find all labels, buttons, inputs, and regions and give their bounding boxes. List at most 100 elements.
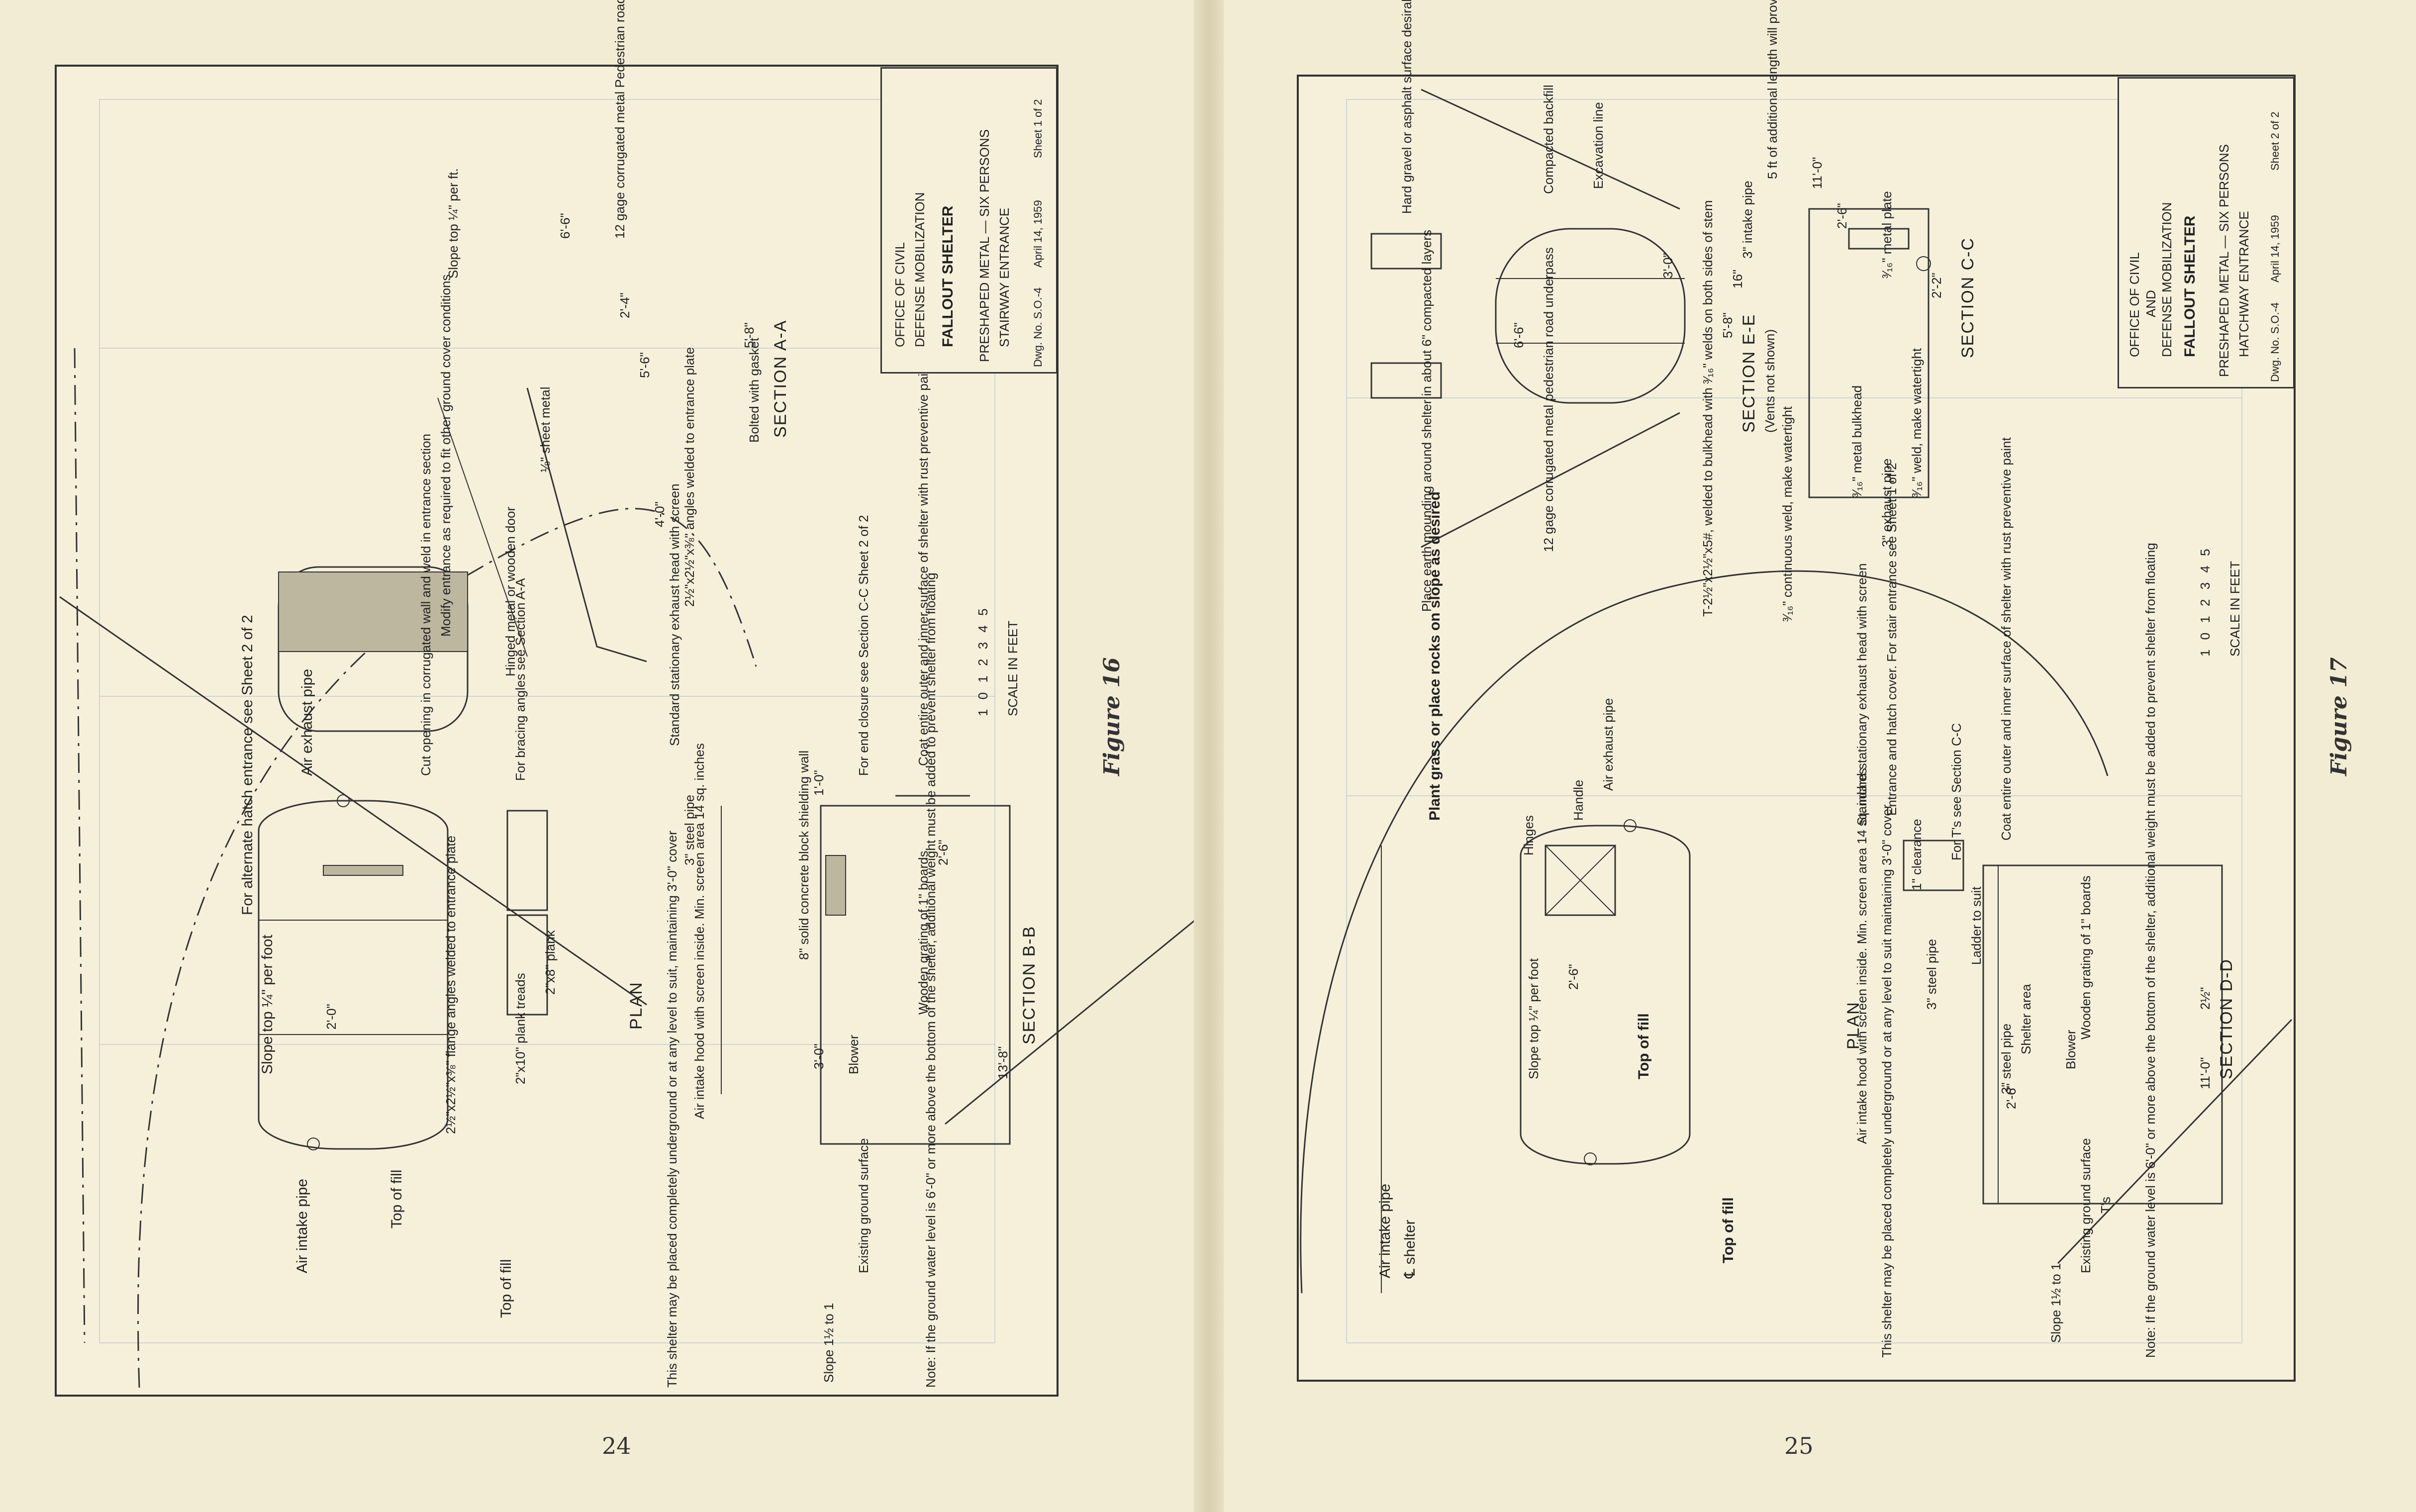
note-slope-top: Slope top ¼" per foot	[259, 935, 276, 1074]
note-plank: 2"x8" plank	[543, 930, 558, 995]
left-drawing	[59, 99, 1194, 1388]
note-top-of-fill-right-2: Top of fill	[1720, 1197, 1737, 1263]
section-dd-view	[1903, 840, 2223, 1205]
section-cc-view	[1808, 208, 1931, 498]
note-weld-watertight: ³⁄₁₆" weld, make watertight	[1909, 348, 1924, 497]
label-section-dd: SECTION D-D	[2217, 958, 2236, 1079]
dim-4-0: 4'-0"	[652, 501, 667, 527]
dim-2-6-right: 2'-6"	[1835, 203, 1849, 229]
dim-5-8: 5'-8"	[742, 322, 757, 348]
note-slope-top-aa: Slope top ¼" per ft.	[446, 168, 461, 279]
note-slope-top-right: Slope top ¼" per foot	[1526, 958, 1541, 1079]
note-metal-plate: ³⁄₁₆" metal plate	[1879, 191, 1894, 279]
tb-sheet: Sheet 1 of 2	[1032, 99, 1044, 158]
tb-r-office3: DEFENSE MOBILIZATION	[2159, 202, 2174, 357]
dim-11-0-right: 11'-0"	[1810, 157, 1825, 189]
dim-3-0-right: 3'-0"	[1660, 253, 1675, 279]
note-intake-pipe-3: 3" intake pipe	[1740, 181, 1755, 259]
label-section-cc: SECTION C-C	[1958, 237, 1977, 358]
note-existing-ground-right: Existing ground surface	[2078, 1138, 2093, 1273]
note-air-exhaust-right: Air exhaust pipe	[1601, 698, 1616, 791]
title-block-right: OFFICE OF CIVIL AND DEFENSE MOBILIZATION…	[2118, 77, 2295, 388]
section-bb-view	[721, 805, 1011, 1145]
note-additional-length: 5 ft of additional length will provide s…	[1765, 0, 1780, 179]
label-plan: PLAN	[627, 981, 646, 1030]
note-top-of-fill-right: Top of fill	[1636, 1013, 1652, 1079]
note-modify-entrance: Modify entrance as required to fit other…	[438, 274, 453, 637]
title-block-left: OFFICE OF CIVIL DEFENSE MOBILIZATION FAL…	[880, 67, 1058, 374]
tb-dwg: Dwg. No. S.O.-4	[1032, 287, 1044, 367]
note-tee: T-2½"x2½"x5#, welded to bulkhead with ³⁄…	[1700, 200, 1715, 617]
tb-title: FALLOUT SHELTER	[940, 205, 956, 347]
note-clearance: 1" clearance	[1909, 819, 1924, 890]
dim-3-0: 3'-0"	[811, 1043, 826, 1069]
dim-5-6: 5'-6"	[637, 352, 652, 378]
note-flange-angles: 2½"x2½"x⅜" flange angles welded to entra…	[443, 835, 458, 1134]
tb-r-office2: AND	[2143, 290, 2158, 317]
scale-numbers-left: 1 0 1 2 3 4 5	[975, 605, 990, 716]
note-placement-right: This shelter may be placed completely un…	[1879, 804, 1894, 1358]
dim-2-6: 2'-6"	[936, 840, 951, 865]
note-steel-pipe: 3" steel pipe	[682, 794, 697, 865]
tb-r-dwg: Dwg. No. S.O.-4	[2269, 302, 2281, 382]
plan-view	[258, 794, 548, 1150]
section-aa-view	[278, 387, 647, 732]
note-corrugated-right: 12 gage corrugated metal pedestrian road…	[1541, 247, 1556, 552]
note-block-wall: 8" solid concrete block shielding wall	[796, 750, 811, 960]
dim-2-2-right: 2'-2"	[1929, 273, 1944, 298]
note-steel-pipe-right: 3" steel pipe	[1924, 939, 1939, 1010]
note-cut-opening: Cut opening in corrugated wall and weld …	[418, 434, 433, 776]
note-shelter-cl: ℄ shelter	[1402, 1220, 1418, 1278]
note-end-closure: For end closure see Section C-C Sheet 2 …	[856, 515, 871, 776]
note-wooden-grating-right: Wooden grating of 1" boards	[2078, 875, 2093, 1040]
left-page: For alternate hatch entrance see Sheet 2…	[0, 0, 1194, 1512]
note-for-ts: For T's see Section C-C	[1949, 723, 1964, 860]
note-air-intake-hood-right: Air intake hood with screen inside. Min.…	[1854, 768, 1869, 1144]
right-drawing	[1300, 89, 2293, 1343]
note-plank-treads: 2"x10" plank treads	[513, 973, 528, 1084]
note-angles-welded: 2½"x2½"x⅜" angles welded to entrance pla…	[682, 347, 697, 607]
note-bulkhead: ³⁄₁₆" metal bulkhead	[1849, 385, 1864, 497]
label-section-bb: SECTION B-B	[1020, 925, 1039, 1044]
note-coat: Coat entire outer and inner surface of s…	[916, 363, 931, 766]
note-air-intake-pipe-right: Air intake pipe	[1377, 1183, 1393, 1278]
tb-r-office: OFFICE OF CIVIL	[2127, 252, 2142, 357]
note-air-exhaust-pipe: Air exhaust pipe	[299, 668, 315, 776]
tb-date: April 14, 1959	[1032, 200, 1044, 268]
note-hatch-cover: Entrance and hatch cover. For stair entr…	[1884, 463, 1899, 816]
dim-6-6-right: 6'-6"	[1511, 322, 1526, 348]
dim-2-4: 2'-4"	[617, 292, 632, 318]
dim-2-half: 2½"	[2198, 987, 2213, 1010]
dim-13-8: 13'-8"	[995, 1046, 1010, 1079]
dim-11-0-dd: 11'-0"	[2198, 1057, 2213, 1089]
fill-boundary-outer	[74, 348, 86, 1343]
note-slope-right: Slope 1½ to 1	[2048, 1263, 2063, 1343]
plan-view-right	[1381, 819, 1691, 1293]
tb-r-subtitle: PRESHAPED METAL — SIX PERSONS	[2217, 144, 2231, 377]
dim-2-0: 2'-0"	[324, 1004, 339, 1030]
scale-numbers-right: 1 0 1 2 3 4 5	[2198, 546, 2213, 657]
figure-label-left: Figure 16	[1099, 657, 1125, 776]
note-corrugated: 12 gage corrugated metal Pedestrian road…	[612, 0, 627, 239]
scale-label-left: SCALE IN FEET	[1005, 620, 1020, 716]
note-wooden-grating: Wooden grating of 1" boards	[916, 850, 931, 1015]
note-ladder: Ladder to suit	[1969, 886, 1984, 965]
note-air-intake-pipe: Air intake pipe	[294, 1178, 310, 1273]
dim-1-0: 1'-0"	[811, 770, 826, 796]
note-top-of-fill-2: Top of fill	[498, 1259, 514, 1318]
note-slope: Slope 1½ to 1	[821, 1303, 836, 1383]
note-hinges: Hinges	[1521, 815, 1536, 855]
label-section-aa: SECTION A-A	[771, 319, 790, 438]
tb-subtitle2: STAIRWAY ENTRANCE	[997, 207, 1012, 347]
scale-label-right: SCALE IN FEET	[2227, 561, 2242, 657]
show-through	[99, 99, 995, 1343]
note-blower: Blower	[846, 1035, 861, 1074]
note-existing-ground: Existing ground surface	[856, 1138, 871, 1273]
note-blower-right: Blower	[2063, 1030, 2078, 1069]
section-ee-view	[1370, 89, 1686, 548]
note-excavation: Excavation line	[1591, 102, 1606, 189]
note-grass: Plant grass or place rocks on slope as d…	[1427, 491, 1443, 821]
page-number-left: 24	[602, 1432, 631, 1459]
tb-r-sheet: Sheet 2 of 2	[2269, 111, 2281, 171]
